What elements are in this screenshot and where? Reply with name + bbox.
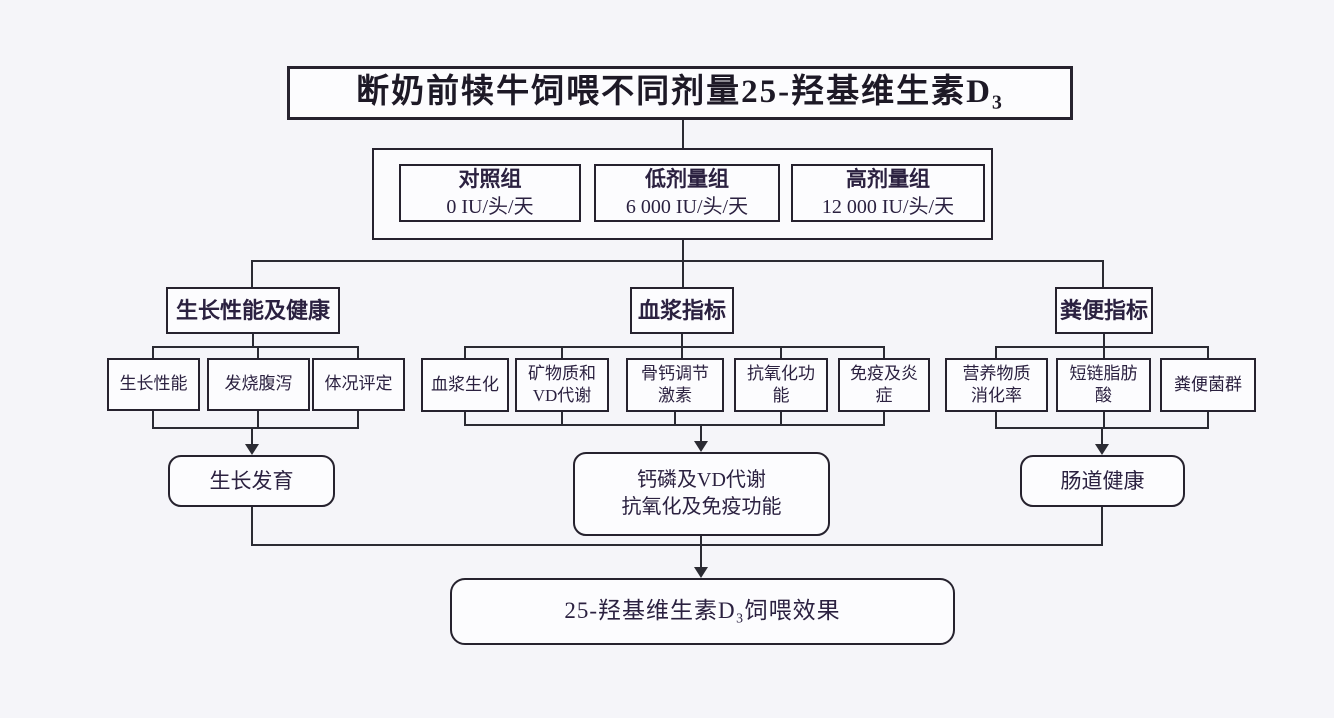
group-dose: 12 000 IU/头/天 xyxy=(821,195,955,218)
item-label: 粪便菌群 xyxy=(1174,374,1242,394)
item-nutrient-digestibility: 营养物质消化率 xyxy=(945,358,1048,412)
category-label: 生长性能及健康 xyxy=(175,297,330,323)
group-dose: 6 000 IU/头/天 xyxy=(625,195,749,218)
treatment-group-low-dose: 低剂量组 6 000 IU/头/天 xyxy=(594,164,780,222)
item-label: 营养物质消化率 xyxy=(962,363,1031,405)
outcome-label: 肠道健康 xyxy=(1060,468,1145,493)
item-growth-performance: 生长性能 xyxy=(107,358,200,411)
group-dose: 0 IU/头/天 xyxy=(446,195,534,218)
outcome-metabolism-immunity: 钙磷及VD代谢 抗氧化及免疫功能 xyxy=(573,452,830,536)
item-immunity-inflammation: 免疫及炎症 xyxy=(838,358,930,412)
item-label: 生长性能 xyxy=(119,374,188,394)
connector-groups-branch xyxy=(251,260,1104,287)
item-fever-diarrhea: 发烧腹泻 xyxy=(207,358,310,411)
arrowhead-final xyxy=(694,567,708,578)
final-outcome-node: 25-羟基维生素D₃饲喂效果 xyxy=(450,578,955,645)
category-growth-health: 生长性能及健康 xyxy=(166,287,340,334)
item-label: 矿物质和VD代谢 xyxy=(528,363,596,405)
item-bone-calcium-hormones: 骨钙调节激素 xyxy=(626,358,724,412)
treatment-group-control: 对照组 0 IU/头/天 xyxy=(399,164,581,222)
outcome-label: 生长发育 xyxy=(209,468,294,493)
item-label: 短链脂肪酸 xyxy=(1069,363,1138,405)
item-label: 发烧腹泻 xyxy=(224,374,293,394)
item-minerals-vd-metabolism: 矿物质和VD代谢 xyxy=(515,358,609,412)
item-label: 骨钙调节激素 xyxy=(641,363,709,405)
final-outcome-label: 25-羟基维生素D₃饲喂效果 xyxy=(564,598,841,624)
title-text: 断奶前犊牛饲喂不同剂量25-羟基维生素D₃ xyxy=(356,74,1004,111)
item-fecal-microbiota: 粪便菌群 xyxy=(1160,358,1256,412)
category-fecal-indicators: 粪便指标 xyxy=(1055,287,1153,334)
group-name: 高剂量组 xyxy=(846,167,930,192)
treatment-group-high-dose: 高剂量组 12 000 IU/头/天 xyxy=(791,164,985,222)
item-short-chain-fatty-acids: 短链脂肪酸 xyxy=(1056,358,1151,412)
arrowhead-left-outcome xyxy=(245,444,259,455)
outcome-label-line2: 抗氧化及免疫功能 xyxy=(621,496,782,518)
outcome-growth-development: 生长发育 xyxy=(168,455,335,507)
item-label: 抗氧化功能 xyxy=(747,363,815,405)
title-node: 断奶前犊牛饲喂不同剂量25-羟基维生素D₃ xyxy=(287,66,1073,120)
arrowhead-middle-outcome xyxy=(694,441,708,452)
arrowhead-right-outcome xyxy=(1095,444,1109,455)
group-name: 低剂量组 xyxy=(645,167,729,192)
category-label: 粪便指标 xyxy=(1059,297,1148,323)
category-plasma-indicators: 血浆指标 xyxy=(630,287,734,334)
outcome-gut-health: 肠道健康 xyxy=(1020,455,1185,507)
item-label: 免疫及炎症 xyxy=(850,363,918,405)
group-name: 对照组 xyxy=(458,167,522,192)
category-label: 血浆指标 xyxy=(637,297,726,323)
item-plasma-biochemistry: 血浆生化 xyxy=(421,358,509,412)
item-label: 体况评定 xyxy=(324,374,393,394)
item-antioxidant-function: 抗氧化功能 xyxy=(734,358,828,412)
item-body-condition-score: 体况评定 xyxy=(312,358,405,411)
item-label: 血浆生化 xyxy=(431,374,499,394)
outcome-label-line1: 钙磷及VD代谢 xyxy=(637,469,766,491)
